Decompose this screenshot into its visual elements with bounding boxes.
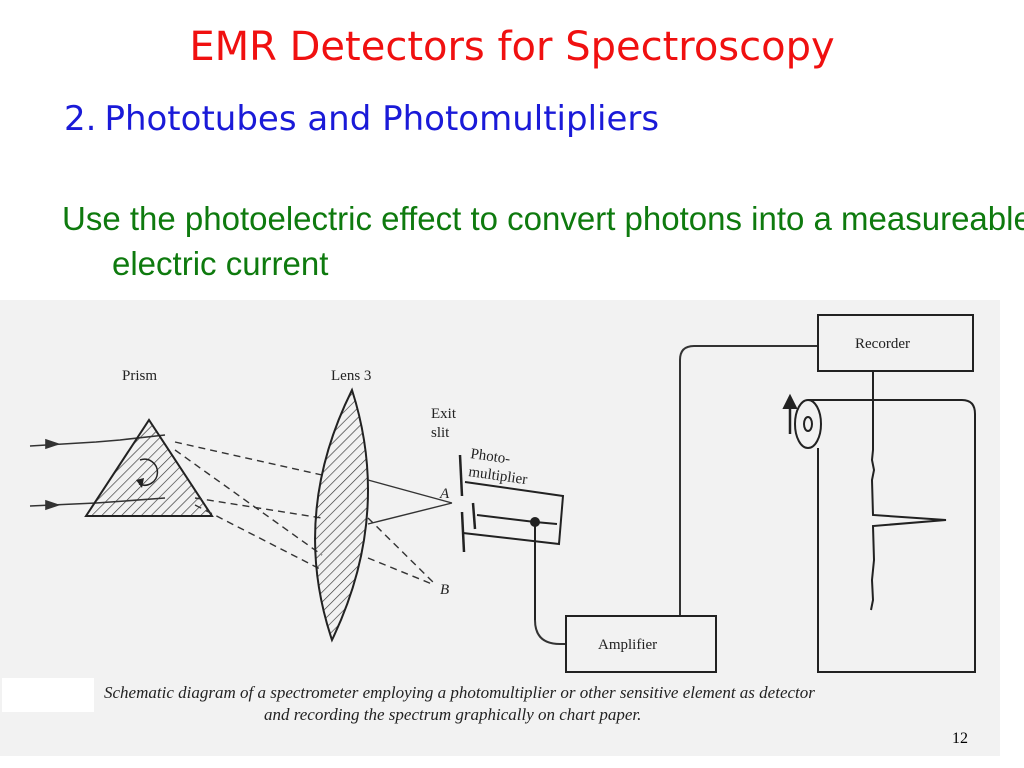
body-text: Use the photoelectric effect to convert … bbox=[62, 200, 1024, 282]
chart-paper bbox=[782, 393, 976, 673]
exit-label: Exit bbox=[431, 406, 457, 422]
slide-subtitle: 2.Phototubes and Photomultipliers bbox=[64, 96, 659, 142]
prism-label: Prism bbox=[122, 368, 157, 384]
prism bbox=[84, 418, 214, 517]
caption-line-1: Schematic diagram of a spectrometer empl… bbox=[104, 683, 815, 702]
exit-slit bbox=[458, 454, 466, 553]
amplifier-box bbox=[565, 615, 717, 673]
point-b-label: B bbox=[440, 582, 449, 598]
lens bbox=[314, 387, 369, 643]
caption-line-2: and recording the spectrum graphically o… bbox=[264, 705, 642, 724]
photomultiplier bbox=[462, 481, 565, 620]
page-number: 12 bbox=[952, 730, 968, 747]
slide-title: EMR Detectors for Spectroscopy bbox=[189, 24, 835, 70]
point-a-label: A bbox=[439, 486, 450, 502]
focused-rays bbox=[367, 479, 453, 525]
spectrometer-figure: Prism Lens 3 Exit slit Photo- multiplier… bbox=[0, 300, 1000, 756]
recorder-box bbox=[817, 314, 974, 372]
caption-blank-patch bbox=[2, 678, 94, 712]
spectrometer-schematic: Prism Lens 3 Exit slit Photo- multiplier… bbox=[29, 314, 976, 673]
amplifier-label: Amplifier bbox=[598, 637, 657, 653]
wiring bbox=[534, 345, 818, 645]
subtitle-text: Phototubes and Photomultipliers bbox=[104, 99, 660, 139]
recorder-trace bbox=[870, 371, 947, 611]
slit-label: slit bbox=[431, 425, 450, 441]
recorder-label: Recorder bbox=[855, 336, 910, 352]
lens-label: Lens 3 bbox=[331, 368, 371, 384]
figure-caption: Schematic diagram of a spectrometer empl… bbox=[104, 682, 994, 726]
subtitle-number: 2. bbox=[64, 99, 97, 139]
photo-label: Photo- bbox=[469, 446, 511, 467]
dispersed-rays bbox=[174, 441, 436, 585]
